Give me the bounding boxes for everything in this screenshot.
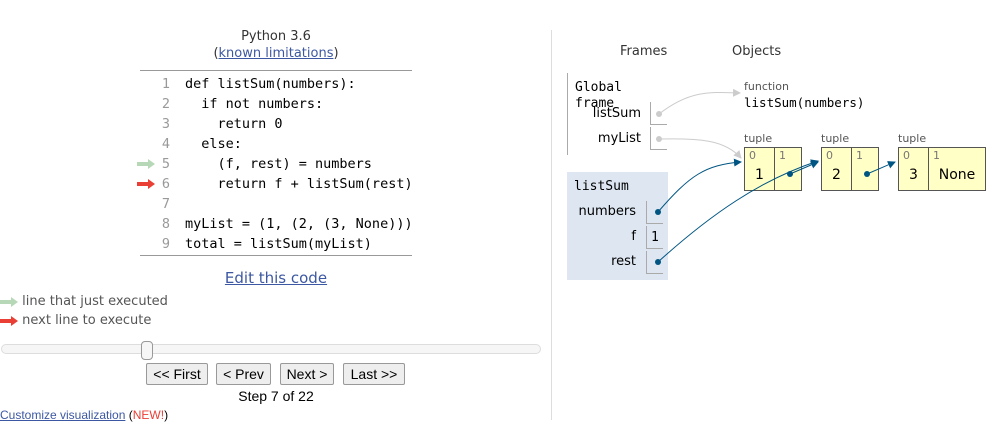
- customize-link[interactable]: Customize visualization: [0, 408, 126, 422]
- var-value-f: 1: [646, 226, 663, 249]
- executed-line-arrow-icon: [137, 159, 155, 169]
- var-name-myList: myList: [597, 131, 641, 146]
- line-number: 6: [161, 176, 170, 192]
- red-arrow-icon: [0, 315, 18, 326]
- new-badge: NEW!: [132, 408, 165, 422]
- listSum-frame-title: listSum: [574, 179, 629, 194]
- edit-code-link[interactable]: Edit this code: [224, 269, 328, 287]
- code-line: 1 def listSum(numbers):: [140, 74, 412, 94]
- legend-next-line: next line to execute: [0, 312, 151, 330]
- tuple-value: 3: [909, 167, 918, 183]
- var-name-listSum: listSum: [592, 106, 641, 121]
- tuple-index: 0: [903, 149, 910, 162]
- line-code: total = listSum(myList): [185, 236, 372, 252]
- function-signature: listSum(numbers): [744, 95, 865, 110]
- var-value-myList: [650, 127, 667, 150]
- tuple-index: 1: [779, 149, 786, 162]
- objects-header: Objects: [732, 44, 782, 59]
- line-number: 5: [161, 156, 170, 172]
- var-value-listSum: [650, 102, 667, 125]
- line-code: myList = (1, (2, (3, None))): [185, 216, 413, 232]
- last-button[interactable]: Last >>: [343, 363, 405, 385]
- code-header: Python 3.6 (known limitations): [140, 28, 412, 62]
- limitations-row: (known limitations): [213, 46, 339, 61]
- var-name-rest: rest: [611, 254, 636, 269]
- line-number: 8: [161, 216, 170, 232]
- arrow-listSum-to-function: [656, 88, 741, 117]
- line-number: 7: [161, 196, 170, 212]
- arrow-myList-to-tuple1: [656, 136, 742, 159]
- global-frame: Global frame listSum myList: [567, 73, 668, 155]
- prev-button[interactable]: < Prev: [216, 363, 271, 385]
- tuple-type-label: tuple: [821, 132, 850, 145]
- line-number: 9: [161, 236, 170, 252]
- code-line: 7: [140, 194, 412, 214]
- var-name-f: f: [631, 229, 636, 244]
- line-code: return 0: [185, 116, 283, 132]
- line-code: if not numbers:: [185, 96, 324, 112]
- customize-row: Customize visualization (NEW!): [0, 408, 168, 423]
- tuple-value: 2: [832, 167, 841, 183]
- legend-next-line-label: next line to execute: [22, 313, 152, 328]
- step-slider[interactable]: [1, 344, 541, 354]
- tuple-value: None: [938, 167, 976, 183]
- function-type-label: function: [744, 80, 789, 93]
- line-number: 4: [161, 136, 170, 152]
- language-label: Python 3.6: [241, 29, 311, 44]
- tuple-index: 1: [933, 149, 940, 162]
- legend-just-executed: line that just executed: [0, 293, 168, 311]
- listSum-frame: listSum numbers f 1 rest: [567, 172, 668, 280]
- tuple-cell: 1: [775, 148, 801, 190]
- code-line: 3 return 0: [140, 114, 412, 134]
- known-limitations-link[interactable]: known limitations: [218, 46, 334, 61]
- tuple-type-label: tuple: [744, 132, 773, 145]
- line-code: (f, rest) = numbers: [185, 156, 372, 172]
- step-counter: Step 7 of 22: [238, 388, 314, 404]
- code-line: 2 if not numbers:: [140, 94, 412, 114]
- line-number: 1: [161, 76, 170, 92]
- line-number: 2: [161, 96, 170, 112]
- line-code: else:: [185, 136, 242, 152]
- tuple-index: 1: [856, 149, 863, 162]
- new-paren-open: (: [128, 408, 133, 422]
- line-code: return f + listSum(rest): [185, 176, 413, 192]
- tuple-value: 1: [755, 167, 764, 183]
- tuple-cell: 1: [852, 148, 878, 190]
- first-button[interactable]: << First: [146, 363, 208, 385]
- new-paren-close: ): [164, 408, 169, 422]
- var-value-rest: [646, 251, 663, 274]
- code-line: 5 (f, rest) = numbers: [137, 154, 412, 174]
- frames-header: Frames: [620, 44, 668, 59]
- var-value-numbers: [646, 201, 663, 224]
- tuple-index: 0: [749, 149, 756, 162]
- code-line: 4 else:: [140, 134, 412, 154]
- tuple-index: 0: [826, 149, 833, 162]
- var-f-value: 1: [651, 230, 659, 245]
- code-line: 6 return f + listSum(rest): [137, 174, 413, 194]
- green-arrow-icon: [0, 296, 18, 307]
- legend-just-executed-label: line that just executed: [22, 294, 168, 309]
- global-frame-title: Global frame: [575, 80, 622, 111]
- line-number: 3: [161, 116, 170, 132]
- panel-divider: [551, 30, 552, 420]
- tuple-type-label: tuple: [898, 132, 927, 145]
- next-button[interactable]: Next >: [280, 363, 334, 385]
- code-line: 8 myList = (1, (2, (3, None))): [140, 214, 413, 234]
- slider-thumb[interactable]: [141, 341, 153, 360]
- next-line-arrow-icon: [137, 179, 155, 189]
- line-code: def listSum(numbers):: [185, 76, 356, 92]
- code-line: 9 total = listSum(myList): [140, 234, 412, 254]
- var-name-numbers: numbers: [578, 204, 636, 219]
